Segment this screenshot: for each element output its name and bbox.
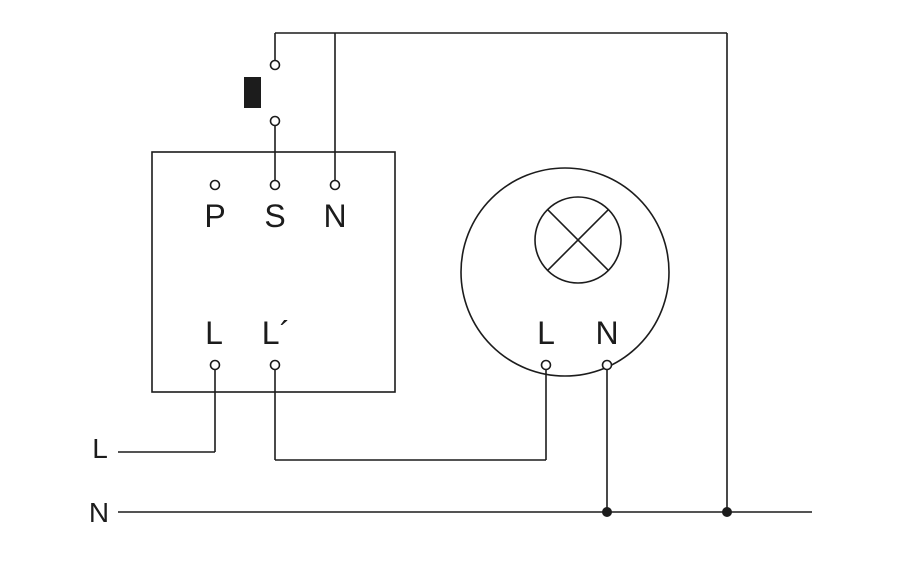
terminal-n bbox=[329, 179, 341, 191]
lamp-icon-cross-line-2 bbox=[547, 209, 609, 271]
terminal-label-n: N bbox=[323, 198, 346, 234]
junction-lamp-neutral bbox=[602, 507, 612, 517]
lamp-unit-circle bbox=[460, 167, 670, 377]
supply-label-live: L bbox=[92, 433, 108, 464]
lamp-terminal-n bbox=[601, 359, 613, 371]
lamp-terminal-l bbox=[540, 359, 552, 371]
terminal-l-prime bbox=[269, 359, 281, 371]
lamp-terminal-label-l: L bbox=[537, 315, 555, 351]
terminal-label-p: P bbox=[204, 198, 225, 234]
terminal-p bbox=[209, 179, 221, 191]
junction-right-bus-neutral bbox=[722, 507, 732, 517]
supply-label-neutral: N bbox=[89, 497, 109, 528]
terminal-s bbox=[269, 179, 281, 191]
terminal-label-l: L bbox=[205, 315, 223, 351]
terminal-l bbox=[209, 359, 221, 371]
switch-contact-top bbox=[269, 59, 281, 71]
lamp-icon bbox=[534, 196, 622, 284]
terminal-label-l-prime: L´ bbox=[262, 315, 290, 351]
terminal-label-s: S bbox=[264, 198, 285, 234]
pushbutton-icon bbox=[244, 77, 261, 108]
lamp-terminal-label-n: N bbox=[595, 315, 618, 351]
sensor-unit-box bbox=[151, 151, 396, 393]
switch-contact-bottom bbox=[269, 115, 281, 127]
